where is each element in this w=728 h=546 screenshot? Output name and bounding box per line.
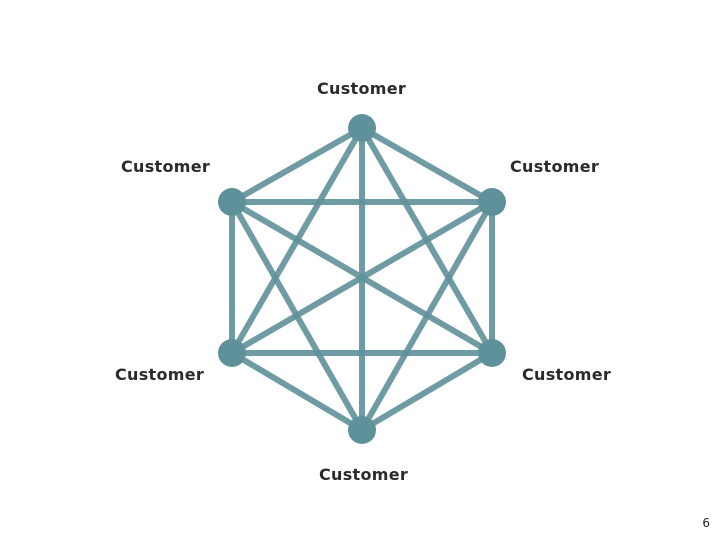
page-number: 6 (702, 516, 710, 530)
edge-lower-right-to-bottom (360, 350, 494, 433)
edge-bottom-to-upper-left (229, 200, 365, 432)
node-label-upper-left: Customer (121, 157, 211, 176)
node-bottom (348, 416, 376, 444)
node-group (218, 114, 506, 444)
node-lower-right (478, 339, 506, 367)
node-label-lower-right: Customer (522, 365, 612, 384)
edge-group (229, 125, 495, 433)
node-upper-right (478, 188, 506, 216)
node-upper-left (218, 188, 246, 216)
node-label-bottom: Customer (319, 465, 409, 484)
node-label-top: Customer (317, 79, 407, 98)
edge-top-to-upper-right (360, 125, 494, 205)
node-label-upper-right: Customer (510, 157, 600, 176)
edge-lower-right-to-upper-left (230, 199, 494, 356)
node-label-lower-left: Customer (115, 365, 205, 384)
node-top (348, 114, 376, 142)
node-lower-left (218, 339, 246, 367)
edge-top-to-upper-left (230, 125, 364, 205)
edge-bottom-to-lower-left (230, 350, 364, 433)
